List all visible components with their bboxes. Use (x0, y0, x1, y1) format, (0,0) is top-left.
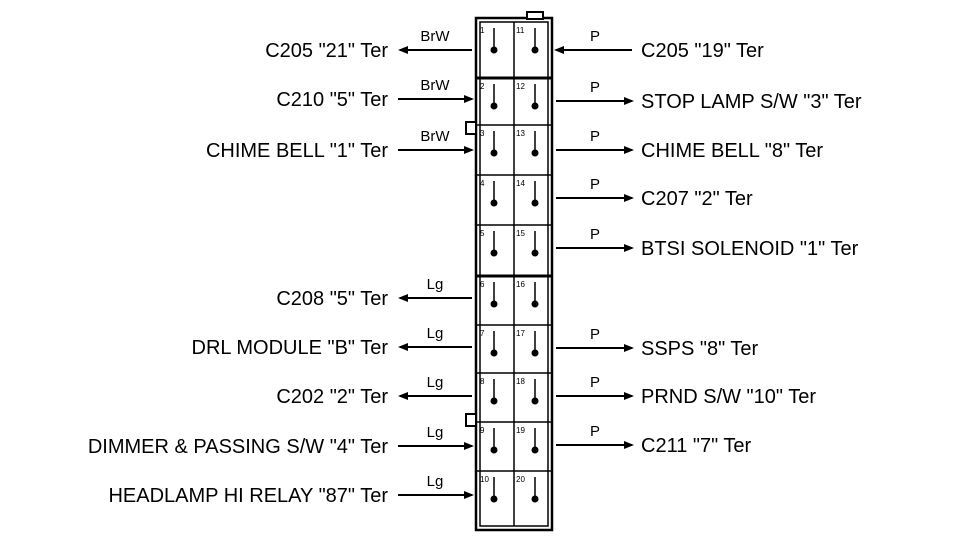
wire-color-label: BrW (420, 28, 450, 45)
connector-side-key-upper (465, 121, 477, 135)
pin-dot (531, 446, 539, 454)
terminal-label-left: C208 "5" Ter (276, 288, 388, 310)
wire-color-label: P (590, 28, 600, 45)
wire-color-label: P (590, 176, 600, 193)
terminal-label-right: SSPS "8" Ter (641, 338, 759, 360)
pin-number-label: 7 (480, 329, 485, 338)
pin-number-label: 8 (480, 377, 485, 386)
wire-arrow-icon (624, 392, 634, 400)
connector-top-tab (526, 11, 544, 20)
wire-arrow-icon (624, 344, 634, 352)
wire-arrow-icon (624, 194, 634, 202)
pin-dot (490, 46, 498, 54)
pin-dot (490, 495, 498, 503)
pin-dot (490, 349, 498, 357)
pin-number-label: 15 (516, 229, 525, 238)
pin-dot (531, 495, 539, 503)
wire-arrow-icon (398, 46, 408, 54)
wire-arrow-icon (624, 97, 634, 105)
wire-color-label: Lg (427, 325, 444, 342)
pin-number-label: 1 (480, 26, 485, 35)
terminal-label-left: HEADLAMP HI RELAY "87" Ter (108, 485, 388, 507)
terminal-label-left: DIMMER & PASSING S/W "4" Ter (88, 436, 389, 458)
pin-number-label: 9 (480, 426, 485, 435)
terminal-label-right: BTSI SOLENOID "1" Ter (641, 238, 859, 260)
wire-arrow-icon (398, 294, 408, 302)
wire-arrow-icon (624, 441, 634, 449)
wire-color-label: Lg (427, 276, 444, 293)
pin-dot (490, 102, 498, 110)
pin-number-label: 13 (516, 129, 525, 138)
terminal-label-left: C210 "5" Ter (276, 89, 388, 111)
wire-arrow-icon (464, 95, 474, 103)
pin-dot (490, 199, 498, 207)
wire-color-label: P (590, 326, 600, 343)
pin-number-label: 12 (516, 82, 525, 91)
wire-arrow-icon (398, 343, 408, 351)
wire-color-label: Lg (427, 374, 444, 391)
pin-dot (490, 149, 498, 157)
terminal-label-right: PRND S/W "10" Ter (641, 386, 816, 408)
pin-number-label: 2 (480, 82, 485, 91)
pin-dot (531, 46, 539, 54)
pin-number-label: 5 (480, 229, 485, 238)
wire-color-label: P (590, 79, 600, 96)
pin-number-label: 19 (516, 426, 525, 435)
connector-side-key-lower (465, 413, 477, 427)
pin-dot (490, 249, 498, 257)
terminal-label-right: C207 "2" Ter (641, 188, 753, 210)
pin-number-label: 11 (516, 26, 525, 35)
pin-number-label: 20 (516, 475, 525, 484)
pin-number-label: 14 (516, 179, 525, 188)
pin-number-label: 17 (516, 329, 525, 338)
wire-arrow-icon (464, 146, 474, 154)
pin-dot (531, 149, 539, 157)
pin-number-label: 10 (480, 475, 489, 484)
pin-dot (531, 249, 539, 257)
pin-number-label: 18 (516, 377, 525, 386)
wire-arrow-icon (624, 146, 634, 154)
wire-arrow-icon (398, 392, 408, 400)
pin-number-label: 16 (516, 280, 525, 289)
terminal-label-right: C205 "19" Ter (641, 40, 764, 62)
pin-dot (490, 397, 498, 405)
terminal-label-left: C202 "2" Ter (276, 386, 388, 408)
pin-dot (490, 446, 498, 454)
pin-dot (531, 397, 539, 405)
wire-arrow-icon (624, 244, 634, 252)
wire-arrow-icon (464, 491, 474, 499)
terminal-label-right: CHIME BELL "8" Ter (641, 140, 823, 162)
pin-number-label: 6 (480, 280, 485, 289)
pin-dot (490, 300, 498, 308)
wire-color-label: P (590, 374, 600, 391)
wire-arrow-icon (464, 442, 474, 450)
terminal-label-left: DRL MODULE "B" Ter (192, 337, 389, 359)
pin-dot (531, 199, 539, 207)
terminal-label-left: C205 "21" Ter (265, 40, 388, 62)
wire-arrow-icon (554, 46, 564, 54)
pin-dot (531, 102, 539, 110)
pin-number-label: 3 (480, 129, 485, 138)
wire-color-label: BrW (420, 128, 450, 145)
terminal-label-left: CHIME BELL "1" Ter (206, 140, 388, 162)
wire-color-label: P (590, 423, 600, 440)
pin-number-label: 4 (480, 179, 485, 188)
wire-color-label: Lg (427, 473, 444, 490)
pin-dot (531, 349, 539, 357)
wire-color-label: Lg (427, 424, 444, 441)
terminal-label-right: STOP LAMP S/W "3" Ter (641, 91, 862, 113)
wire-color-label: P (590, 226, 600, 243)
wire-color-label: P (590, 128, 600, 145)
pin-dot (531, 300, 539, 308)
wire-color-label: BrW (420, 77, 450, 94)
terminal-label-right: C211 "7" Ter (641, 435, 752, 457)
